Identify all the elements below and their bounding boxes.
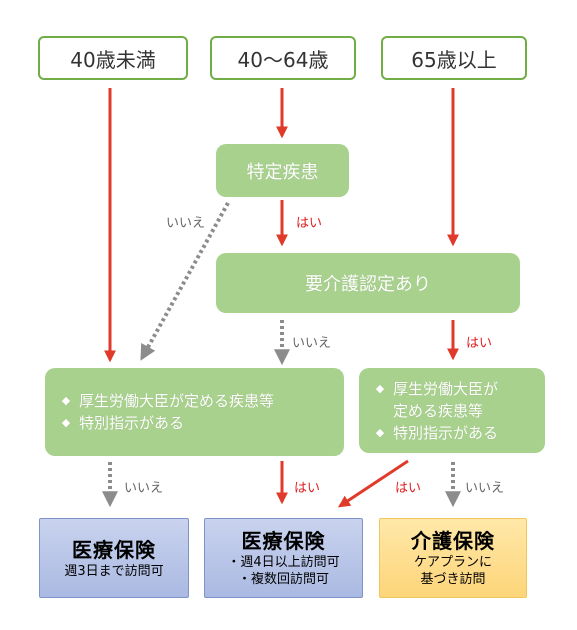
care-certified-label: 要介護認定あり xyxy=(305,274,431,295)
no-label-disease: いいえ xyxy=(166,216,206,231)
condition-box-left: ◆ 厚生労働大臣が定める疾患等 ◆ 特別指示がある xyxy=(45,368,344,456)
yes-label-care: はい xyxy=(466,336,493,351)
condition-row: ◆ 厚生労働大臣が定める疾患等 xyxy=(55,390,334,412)
condition-text: 特別指示がある xyxy=(393,423,499,442)
yes-label-left: はい xyxy=(294,481,321,496)
diamond-bullet-icon: ◆ xyxy=(61,416,71,429)
condition-row: ◆ 特別指示がある xyxy=(55,412,334,434)
specific-disease-label: 特定疾患 xyxy=(246,161,319,183)
condition-row: ◆ 厚生労働大臣が xyxy=(369,378,535,400)
specific-disease-box: 特定疾患 xyxy=(216,144,349,197)
condition-text: 定める疾患等 xyxy=(393,401,484,420)
condition-text: 特別指示がある xyxy=(79,414,185,432)
yes-label-right: はい xyxy=(395,481,422,496)
age-box-65-plus: 65歳以上 xyxy=(381,36,527,80)
result-detail: ・複数回訪問可 xyxy=(237,572,329,587)
condition-text: 厚生労働大臣が xyxy=(393,379,499,398)
age-label: 40歳未満 xyxy=(70,47,156,72)
age-label: 65歳以上 xyxy=(411,47,497,72)
result-detail: 週3日まで訪問可 xyxy=(64,563,164,579)
arrow-right-yes-to-medical2 xyxy=(337,459,409,508)
diamond-bullet-icon: ◆ xyxy=(61,394,71,407)
yes-label-disease: はい xyxy=(296,216,323,231)
result-care-insurance: 介護保険 ケアプランに 基づき訪問 xyxy=(379,518,527,598)
result-title: 医療保険 xyxy=(241,529,326,553)
result-detail: 基づき訪問 xyxy=(420,572,486,587)
result-title: 医療保険 xyxy=(72,537,156,562)
result-title: 介護保険 xyxy=(411,529,495,553)
age-box-under-40: 40歳未満 xyxy=(38,36,188,80)
no-label-left: いいえ xyxy=(124,481,164,496)
result-medical-insurance-1: 医療保険 週3日まで訪問可 xyxy=(39,518,189,598)
result-detail: ケアプランに xyxy=(413,555,492,570)
diamond-bullet-icon: ◆ xyxy=(375,425,385,439)
result-medical-insurance-2: 医療保険 ・週4日以上訪問可 ・複数回訪問可 xyxy=(204,518,363,598)
condition-text: 厚生労働大臣が定める疾患等 xyxy=(79,392,275,410)
age-box-40-64: 40〜64歳 xyxy=(210,36,356,80)
diamond-bullet-icon: ◆ xyxy=(375,381,385,395)
no-label-right: いいえ xyxy=(465,481,505,496)
condition-row: 定める疾患等 xyxy=(369,400,535,422)
age-label: 40〜64歳 xyxy=(237,47,329,72)
result-detail: ・週4日以上訪問可 xyxy=(227,555,340,570)
care-certified-box: 要介護認定あり xyxy=(216,253,520,313)
no-label-care: いいえ xyxy=(292,336,332,351)
condition-box-right: ◆ 厚生労働大臣が 定める疾患等 ◆ 特別指示がある xyxy=(359,368,545,453)
condition-row: ◆ 特別指示がある xyxy=(369,422,535,444)
